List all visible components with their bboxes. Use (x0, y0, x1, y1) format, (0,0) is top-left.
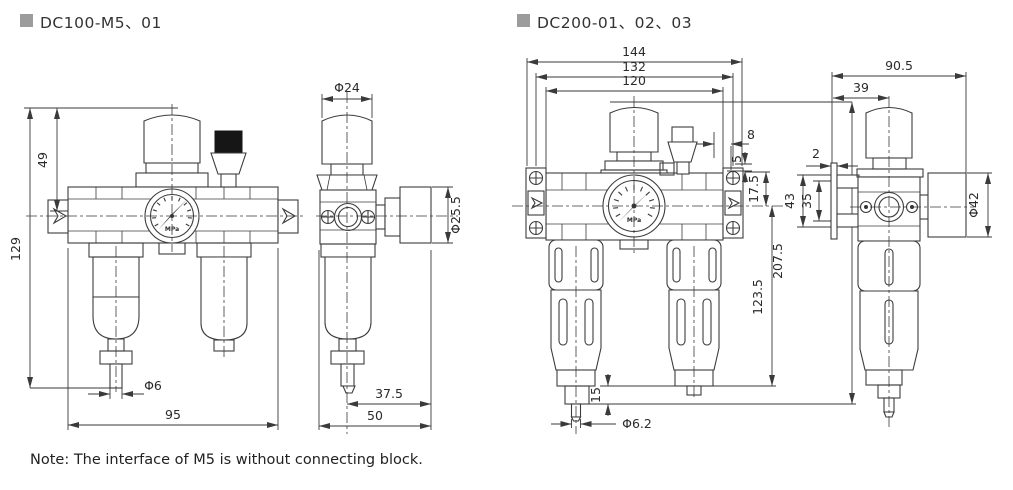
dc100-front-outlet-port (277, 199, 299, 234)
dim-dc100-drain-dia: Φ6 (144, 378, 162, 393)
dim-dc200-hole-offset: 5 (729, 155, 744, 163)
dc100-front-regulator-knob (143, 114, 201, 164)
dc100-side-bowl (320, 243, 376, 394)
gauge-ticks (613, 185, 655, 217)
dim-dc100-gauge-dia: Φ25.5 (448, 196, 463, 234)
section-title-dc200: DC200-01、02、03 (537, 14, 693, 32)
dim-dc100-height-overall: 129 (8, 237, 23, 261)
dc100-front-centerlines (26, 104, 306, 392)
dc200-side-dimensions: 90.5 39 2 43 35 Φ42 (782, 58, 992, 238)
dim-dc200-drain-height: 15 (588, 387, 603, 403)
dim-dc200-bracket-height: 43 (782, 193, 797, 209)
section-bullet-dc100 (20, 14, 33, 27)
dim-dc200-drain-dia: Φ6.2 (622, 416, 652, 431)
dc200-side-gauge (927, 172, 967, 238)
section-bullet-dc200 (517, 14, 530, 27)
dc100-side-dimensions: Φ24 Φ25.5 37.5 50 (318, 80, 463, 430)
dim-dc200-width-body: 120 (622, 73, 646, 88)
flow-arrow-icon (52, 207, 68, 225)
dc100-side-centerlines (316, 92, 458, 434)
dc200-front-dimensions: 144 132 120 8 5 17.5 207.5 123.5 (526, 44, 856, 431)
dim-dc200-bracket-inner: 35 (799, 193, 814, 209)
dim-dc200-width-holes: 132 (622, 59, 646, 74)
flow-arrow-icon (727, 196, 741, 210)
dc200-side-view (830, 96, 974, 430)
dim-dc100-body-width: 95 (165, 407, 181, 422)
dc200-front-left-flange (525, 167, 547, 239)
dim-dc100-knob-height: 49 (35, 152, 50, 168)
dc100-side-screws (320, 209, 376, 225)
dc200-front-regulator-knob (609, 106, 659, 153)
dc100-side-regulator-knob (321, 114, 373, 165)
section-title-dc100: DC100-M5、01 (40, 14, 162, 32)
dc200-side-lock-ring (856, 168, 924, 178)
flow-arrow-icon (281, 207, 297, 225)
dim-dc200-knob-offset: 39 (853, 80, 869, 95)
dc200-front-drain-knob (564, 385, 590, 405)
dim-dc100-side-offset: 37.5 (375, 386, 403, 401)
dim-dc200-port-drop: 17.5 (746, 175, 761, 203)
dc200-front-fill-cap (659, 126, 698, 176)
dim-dc200-gauge-dia: Φ42 (966, 192, 981, 218)
dc200-front-view: MPa (512, 96, 788, 434)
dim-dc100-side-width: 50 (367, 408, 383, 423)
dc100-side-drain-knob (330, 350, 365, 365)
dc200-side-regulator-knob (865, 106, 913, 159)
dc100-front-view: MPa (26, 104, 306, 392)
dim-dc200-width-overall: 144 (622, 44, 646, 59)
dim-dc200-cap-offset: 8 (747, 127, 755, 142)
dc100-side-view (316, 92, 458, 434)
dc200-side-mounting-bracket (830, 162, 860, 240)
dc100-front-fill-cap (210, 130, 247, 188)
dim-dc200-bracket-thickness: 2 (812, 146, 820, 161)
dim-dc200-side-width: 90.5 (885, 58, 913, 73)
gauge-ticks (152, 196, 192, 227)
dc200-side-centerlines (850, 96, 974, 430)
dc200-front-right-flange (722, 167, 744, 239)
gauge-needle (158, 199, 188, 230)
dc200-front-centerlines (512, 96, 788, 434)
dc100-side-gauge-block (375, 186, 432, 244)
dim-dc200-bowl-height: 123.5 (750, 279, 765, 315)
dc100-front-dimensions: 129 49 Φ6 95 (8, 107, 279, 430)
flow-arrow-icon (530, 196, 544, 210)
footnote: Note: The interface of M5 is without con… (30, 452, 423, 468)
dim-dc100-knob-dia: Φ24 (334, 80, 360, 95)
